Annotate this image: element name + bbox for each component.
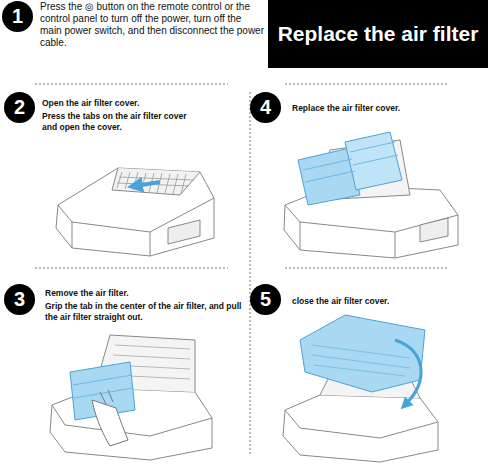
projector-step2 [56,168,214,256]
step-instruction: Open the air filter cover. [42,98,212,109]
projector-step5 [283,315,438,462]
step-number: 3 [4,284,35,315]
step-number-text: 1 [12,5,23,28]
step-number-text: 5 [260,288,271,311]
step-number: 1 [2,1,33,32]
projector-step4 [284,132,458,258]
step-instruction: Grip the tab in the center of the air fi… [45,301,245,323]
step-instruction: Press the ◎ button on the remote control… [40,1,264,49]
step-number: 4 [250,92,281,123]
step-instruction: Replace the air filter cover. [292,103,462,114]
step-number-text: 3 [14,288,25,311]
step-instruction: Remove the air filter. [45,288,235,299]
step-instruction: Press the tabs on the air filter cover a… [42,111,192,133]
step-number-text: 2 [14,96,25,119]
step-number: 5 [250,284,281,315]
step-number: 2 [4,92,35,123]
projector-step3 [50,335,212,460]
title-banner: Replace the air filter [268,0,488,68]
step-number-text: 4 [260,96,271,119]
step-instruction: close the air filter cover. [292,296,462,307]
